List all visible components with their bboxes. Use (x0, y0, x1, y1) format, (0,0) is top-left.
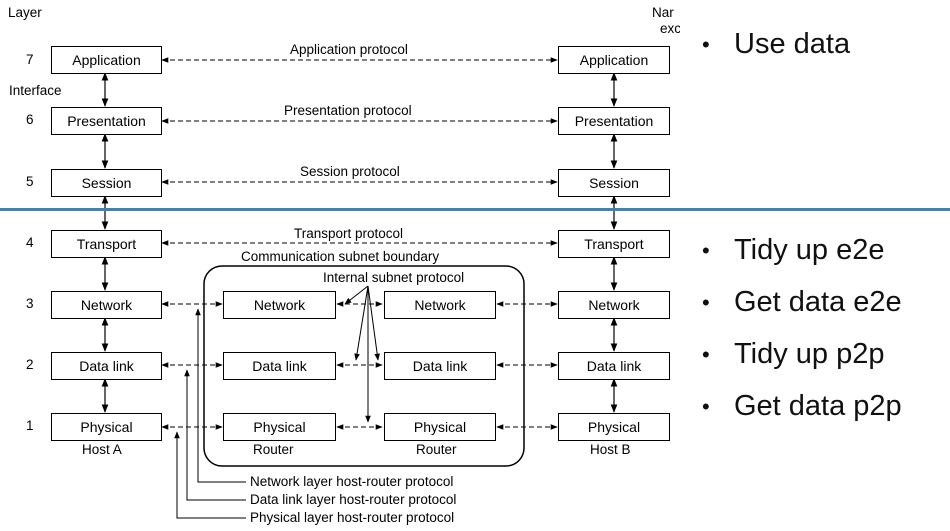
host-b-application-box: Application (558, 46, 670, 74)
bullet-dot-icon: • (702, 289, 710, 315)
bullet-item: •Get data e2e (690, 286, 902, 319)
slide-separator (0, 208, 950, 211)
host-b-datalink-box: Data link (558, 352, 670, 380)
bullet-dot-icon: • (702, 393, 710, 419)
host-a-session-box: Session (51, 169, 162, 197)
subnet-boundary-label: Communication subnet boundary (241, 249, 440, 264)
host-b-presentation-box: Presentation (558, 107, 670, 135)
host-a-transport-box: Transport (51, 230, 162, 258)
slide-top-right-panel (680, 0, 950, 205)
subnet-boundary (203, 265, 525, 467)
host-b-label: Host B (590, 442, 631, 457)
interface-label: Interface (9, 83, 62, 98)
physical-host-router-protocol-label: Physical layer host-router protocol (250, 510, 455, 525)
layer-number: 1 (26, 418, 34, 433)
internal-subnet-protocol-label: Internal subnet protocol (321, 270, 467, 285)
bullet-dot-icon: • (702, 341, 710, 367)
layer-number: 5 (26, 174, 34, 189)
router-2-physical-box: Physical (384, 413, 496, 441)
host-b-transport-box: Transport (558, 230, 670, 258)
host-router-leaders (174, 308, 246, 519)
datalink-host-router-protocol-label: Data link layer host-router protocol (250, 492, 457, 507)
host-a-presentation-box: Presentation (51, 107, 162, 135)
name-heading-clipped: Nar (652, 5, 674, 20)
network-host-router-protocol-label: Network layer host-router protocol (250, 474, 454, 489)
host-a-application-box: Application (51, 46, 162, 74)
host-a-network-box: Network (51, 291, 162, 319)
bullet-dot-icon: • (702, 237, 710, 263)
host-b-physical-box: Physical (558, 413, 670, 441)
bullet-item: •Get data p2p (690, 390, 902, 423)
host-b-network-box: Network (558, 291, 670, 319)
host-a-datalink-box: Data link (51, 352, 162, 380)
host-b-session-box: Session (558, 169, 670, 197)
transport-protocol-label: Transport protocol (294, 226, 404, 241)
layer-number: 7 (26, 52, 34, 67)
bullet-dot-icon: • (702, 31, 710, 57)
bullet-item: •Tidy up e2e (690, 234, 884, 267)
router-2-label: Router (416, 442, 457, 457)
session-protocol-label: Session protocol (300, 164, 400, 179)
router-1-physical-box: Physical (223, 413, 336, 441)
host-a-label: Host A (82, 442, 122, 457)
layer-number: 2 (26, 357, 34, 372)
router-1-datalink-box: Data link (223, 352, 336, 380)
router-1-network-box: Network (223, 291, 336, 319)
host-router-arrows (161, 301, 558, 430)
internal-protocol-pointers (344, 285, 380, 423)
bullet-item: •Tidy up p2p (690, 338, 884, 371)
layer-number: 4 (26, 235, 34, 250)
peer-protocol-arrows (161, 57, 558, 246)
router-2-network-box: Network (384, 291, 496, 319)
layer-number: 6 (26, 112, 34, 127)
bullet-item: •Use data (690, 28, 850, 61)
host-a-physical-box: Physical (51, 413, 162, 441)
application-protocol-label: Application protocol (290, 42, 408, 57)
layer-number: 3 (26, 296, 34, 311)
presentation-protocol-label: Presentation protocol (284, 103, 412, 118)
router-2-datalink-box: Data link (384, 352, 496, 380)
router-1-label: Router (253, 442, 294, 457)
layer-heading: Layer (8, 5, 42, 20)
name-heading-clipped-2: exc (660, 21, 682, 36)
